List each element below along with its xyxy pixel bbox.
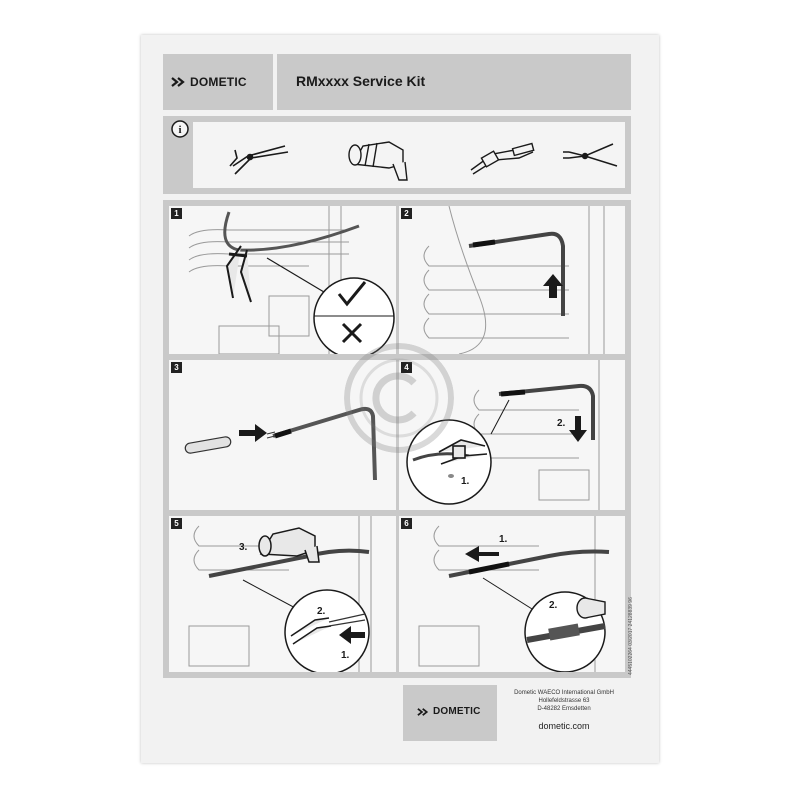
step-1-illustration (188, 206, 395, 354)
footer: DOMETIC Dometic WAECO International GmbH… (403, 685, 631, 741)
step-3-illustration (184, 406, 377, 481)
crimping-pliers-icon (438, 439, 488, 465)
step-number: 2 (401, 208, 412, 219)
step-5-panel: 5 3. (169, 516, 396, 672)
step-number: 4 (401, 362, 412, 373)
step-5-illustration: 3. 2. 1. (188, 516, 372, 672)
company-name: Dometic WAECO International GmbH (514, 690, 614, 696)
step-number: 3 (171, 362, 182, 373)
arrow-down-icon (569, 416, 587, 442)
dometic-mark-icon (171, 77, 185, 87)
side-cutter-icon (225, 245, 252, 303)
step-6-illustration: 1. 2. (418, 516, 610, 672)
arrow-left-icon (339, 626, 365, 644)
arrow-up-icon (543, 274, 563, 298)
step-6-panel: 6 1. 2. (399, 516, 625, 672)
website-link[interactable]: dometic.com (538, 721, 590, 731)
dometic-logo: DOMETIC (171, 75, 247, 89)
svg-text:i: i (178, 124, 181, 136)
step-number: 5 (171, 518, 182, 529)
callout-1: 1. (341, 650, 350, 661)
callout-2: 2. (317, 606, 326, 617)
step-4-panel: 4 2. (399, 360, 625, 510)
brand-name: DOMETIC (190, 75, 247, 89)
instruction-sheet: DOMETIC RMxxxx Service Kit (141, 35, 659, 763)
company-city: D-48282 Emsdetten (537, 706, 591, 712)
step-3-panel: 3 (169, 360, 396, 510)
tools-list (193, 122, 625, 188)
heat-gun-icon (576, 597, 606, 619)
crimping-pliers-icon (290, 617, 332, 645)
wire-stripper-icon (563, 143, 618, 167)
callout-1: 1. (461, 476, 470, 487)
footer-dometic-logo: DOMETIC (417, 706, 481, 717)
crimping-pliers-icon (470, 142, 535, 175)
step-4-illustration: 2. 1. (406, 360, 600, 510)
header-title-block (277, 54, 631, 110)
info-icon: i (171, 120, 189, 138)
document-code: 4445102264 03/2017 24128839 96 (628, 597, 634, 675)
company-address: Dometic WAECO International GmbH Hollefe… (497, 689, 631, 713)
heat-gun-icon (258, 527, 320, 563)
step-number: 1 (171, 208, 182, 219)
cross-mark-icon (341, 322, 363, 344)
footer-address-block: Dometic WAECO International GmbH Hollefe… (497, 685, 631, 741)
callout-2: 2. (557, 418, 566, 429)
dometic-mark-icon (417, 707, 429, 716)
arrow-left-icon (465, 546, 499, 562)
callout-1: 1. (499, 534, 508, 545)
check-mark-icon (337, 281, 367, 307)
page-title: RMxxxx Service Kit (296, 73, 426, 89)
company-street: Hollefeldstrasse 63 (538, 698, 590, 704)
callout-3: 3. (239, 542, 248, 553)
heat-gun-icon (348, 141, 408, 181)
steps-grid: 1 (163, 200, 631, 678)
step-2-illustration (423, 206, 605, 354)
step-2-panel: 2 (399, 206, 625, 354)
arrow-right-icon (239, 424, 267, 442)
footer-brand-name: DOMETIC (433, 706, 481, 717)
side-cutter-icon (229, 145, 289, 175)
step-number: 6 (401, 518, 412, 529)
step-1-panel: 1 (169, 206, 396, 354)
callout-2: 2. (549, 600, 558, 611)
tools-bar (163, 116, 631, 194)
